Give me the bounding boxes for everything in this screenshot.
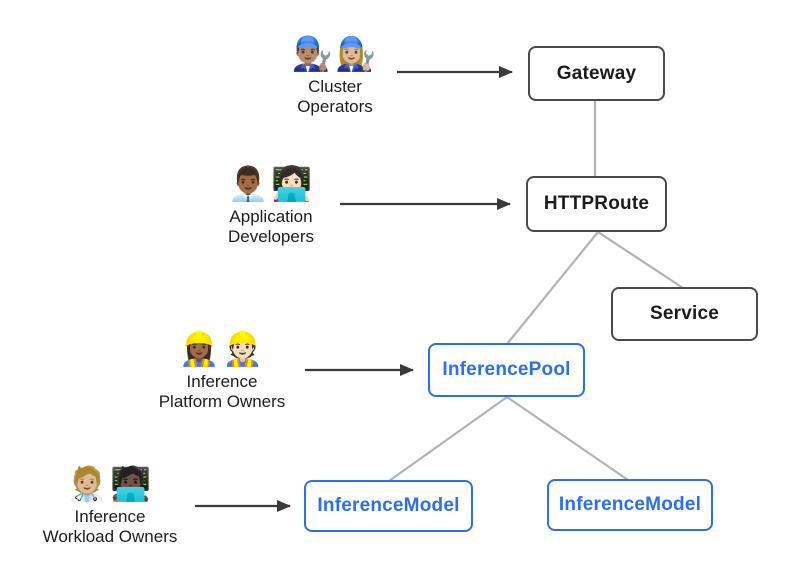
actor-inference-workload-owners: 🧑🏼‍⚕️🧑🏿‍💻 Inference Workload Owners xyxy=(25,463,195,547)
inference-platform-owners-label: Inference Platform Owners xyxy=(158,372,286,411)
node-gateway: Gateway xyxy=(528,46,665,101)
cluster-operators-label: Cluster Operators xyxy=(297,77,373,116)
application-developers-icon: 👨🏾‍💼👩🏻‍💻 xyxy=(227,165,315,202)
node-service: Service xyxy=(611,287,758,341)
node-inferencemodel-left-label: InferenceModel xyxy=(317,495,460,516)
actor-application-developers: 👨🏾‍💼👩🏻‍💻 Application Developers xyxy=(186,163,356,247)
node-gateway-label: Gateway xyxy=(556,62,637,84)
node-inferencepool-label: InferencePool xyxy=(442,359,571,380)
edge-inferencepool-inferencemodel-right xyxy=(506,396,629,481)
node-inferencemodel-right: InferenceModel xyxy=(547,479,713,531)
node-inferencemodel-right-label: InferenceModel xyxy=(558,494,702,515)
node-httproute: HTTPRoute xyxy=(526,176,667,232)
node-httproute-label: HTTPRoute xyxy=(543,193,650,214)
inference-workload-owners-label: Inference Workload Owners xyxy=(42,507,178,546)
edge-inferencepool-inferencemodel-left xyxy=(388,396,508,482)
edge-httproute-inferencepool xyxy=(506,231,599,345)
node-inferencemodel-left: InferenceModel xyxy=(304,480,473,532)
inference-platform-owners-icon: 👷🏾‍♀️👷🏻 xyxy=(178,330,266,367)
edge-httproute-service xyxy=(597,231,684,289)
actor-inference-platform-owners: 👷🏾‍♀️👷🏻 Inference Platform Owners xyxy=(137,328,307,412)
node-service-label: Service xyxy=(649,303,719,324)
node-inferencepool: InferencePool xyxy=(428,343,585,397)
application-developers-label: Application Developers xyxy=(228,207,314,246)
inference-workload-owners-icon: 🧑🏼‍⚕️🧑🏿‍💻 xyxy=(66,465,154,502)
actor-cluster-operators: 👨🏽‍🔧👩🏼‍🔧 Cluster Operators xyxy=(250,33,420,117)
cluster-operators-icon: 👨🏽‍🔧👩🏼‍🔧 xyxy=(291,35,379,72)
